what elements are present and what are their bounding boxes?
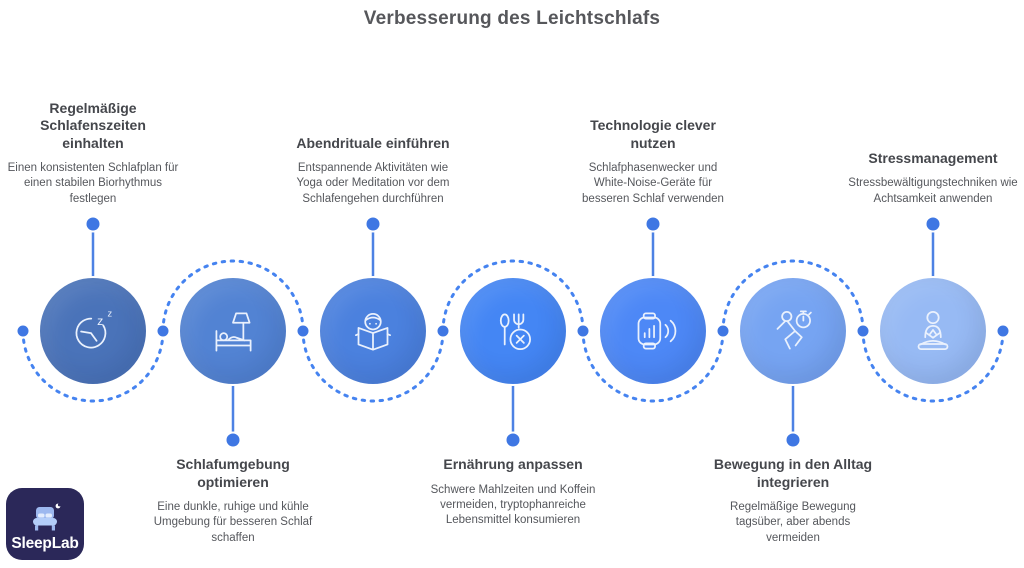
step-4-description: Schwere Mahlzeiten und Koffein vermeiden… (430, 483, 596, 527)
stem-dot (224, 431, 242, 449)
step-3-circle (318, 276, 428, 386)
step-7-circle (878, 276, 988, 386)
step-5-text: Technologie clever nutzen Schlafphasenwe… (553, 55, 753, 207)
arc-dot (155, 323, 171, 339)
svg-text:z: z (97, 314, 103, 328)
person-reading-icon (355, 313, 391, 351)
step-4-title: Ernährung anpassen (443, 456, 583, 472)
cutlery-no-icon (499, 313, 531, 351)
runner-stopwatch-icon (776, 310, 812, 350)
step-5-description: Schlafphasenwecker und White-Noise-Gerät… (582, 162, 724, 205)
step-7-text: Stressmanagement Stressbewältigungstechn… (833, 55, 1024, 207)
step-1-text: Regelmäßige Schlafenszeiten einhalten Ei… (0, 55, 193, 207)
step-2-circle (178, 276, 288, 386)
step-4-text: Ernährung anpassen Schwere Mahlzeiten un… (408, 456, 618, 528)
step-2-title: Schlafumgebung optimieren (176, 456, 290, 490)
stem-dot (924, 215, 942, 233)
arc-dot (15, 323, 31, 339)
stem-dot (644, 215, 662, 233)
arc-dot (855, 323, 871, 339)
step-3-title: Abendrituale einführen (296, 134, 450, 151)
step-6-circle (738, 276, 848, 386)
step-6-text: Bewegung in den Alltag integrieren Regel… (688, 456, 898, 546)
stem-dot (784, 431, 802, 449)
meditation-icon (917, 310, 949, 351)
arc-dot (575, 323, 591, 339)
step-3-description: Entspannende Aktivitäten wie Yoga oder M… (296, 162, 450, 205)
step-6-description: Regelmäßige Bewegung tagsüber, aber aben… (730, 501, 856, 544)
step-3-text: Abendrituale einführen Entspannende Akti… (273, 55, 473, 207)
step-2-description: Eine dunkle, ruhige und kühle Umgebung f… (153, 501, 313, 544)
svg-text:z: z (108, 309, 113, 319)
arc-dot (295, 323, 311, 339)
logo-text: SleepLab (11, 535, 79, 552)
clock-sleep-icon: z z (75, 309, 113, 349)
arc-dot (435, 323, 451, 339)
step-7-description: Stressbewältigungstechniken wie Achtsamk… (848, 177, 1018, 205)
stem-dot (84, 215, 102, 233)
step-4-circle (458, 276, 568, 386)
step-1-title: Regelmäßige Schlafenszeiten einhalten (40, 99, 146, 151)
step-1-description: Einen konsistenten Schlafplan für einen … (7, 162, 179, 205)
step-5-circle (598, 276, 708, 386)
bed-moon-icon (33, 503, 61, 531)
smartwatch-sound-icon (637, 312, 677, 350)
bed-lamp-icon (215, 312, 252, 352)
step-1-circle: z z (38, 276, 148, 386)
arc-dot (995, 323, 1011, 339)
step-2-text: Schlafumgebung optimieren Eine dunkle, r… (128, 456, 338, 546)
sleeplab-logo: SleepLab (6, 488, 84, 560)
stem-dot (504, 431, 522, 449)
step-5-title: Technologie clever nutzen (590, 117, 716, 151)
step-6-title: Bewegung in den Alltag integrieren (713, 456, 873, 490)
stem-dot (364, 215, 382, 233)
page-title: Verbesserung des Leichtschlafs (363, 8, 661, 29)
step-7-title: Stressmanagement (868, 149, 998, 166)
arc-dot (715, 323, 731, 339)
